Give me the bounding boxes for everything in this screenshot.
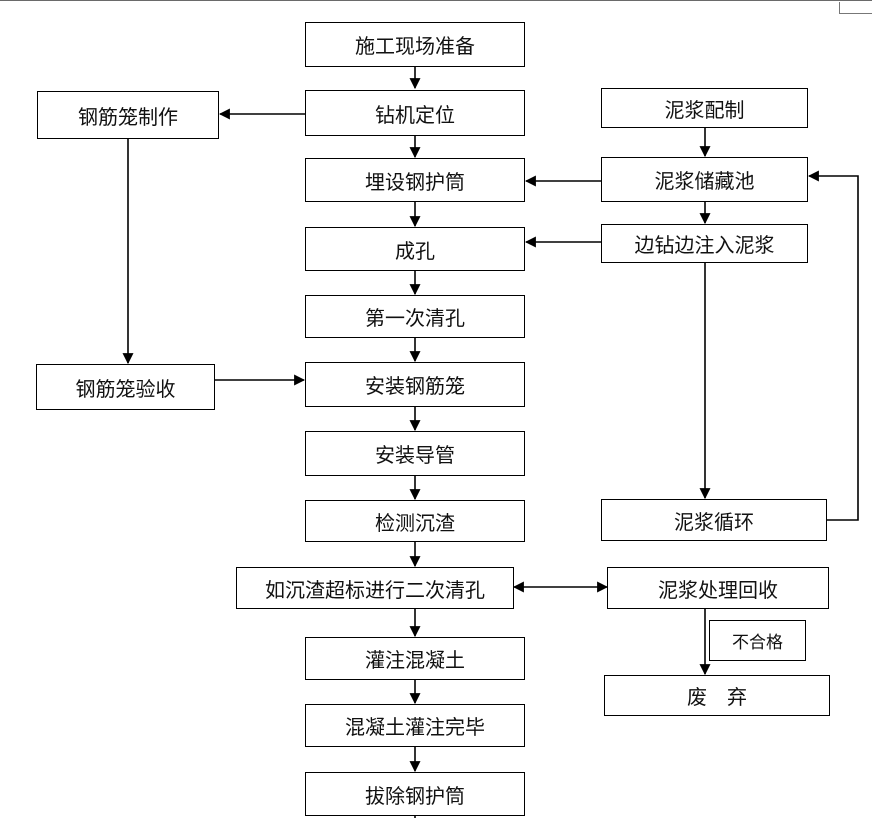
node-mud-prep-label: 泥浆配制 bbox=[664, 97, 745, 122]
node-remove-casing: 拔除钢护筒 bbox=[305, 772, 525, 816]
node-casing-bury-label: 埋设钢护筒 bbox=[365, 169, 465, 194]
node-second-clean: 如沉渣超标进行二次清孔 bbox=[236, 567, 514, 609]
node-first-clean-label: 第一次清孔 bbox=[365, 306, 465, 330]
node-install-tremie-label: 安装导管 bbox=[375, 443, 455, 467]
node-site-prep-label: 施工现场准备 bbox=[355, 34, 475, 58]
node-mud-prep: 泥浆配制 bbox=[601, 88, 808, 128]
node-fail-label-text: 不合格 bbox=[732, 633, 783, 653]
node-install-cage-label: 安装钢筋笼 bbox=[365, 374, 465, 398]
arrow-cycle-back-to-pool bbox=[807, 170, 859, 521]
node-rig-position-label: 钻机定位 bbox=[375, 102, 455, 127]
node-mud-recycle-label: 泥浆处理回收 bbox=[658, 577, 778, 602]
node-mud-inject-label: 边钻边注入泥浆 bbox=[634, 233, 775, 257]
node-hole-forming: 成孔 bbox=[305, 227, 525, 271]
node-casing-bury: 埋设钢护筒 bbox=[305, 158, 525, 202]
node-discard: 废 弃 bbox=[604, 675, 830, 716]
node-hole-forming-label: 成孔 bbox=[395, 238, 435, 263]
node-install-tremie: 安装导管 bbox=[305, 431, 525, 476]
node-cage-accept-label: 钢筋笼验收 bbox=[75, 376, 176, 401]
node-sediment-check: 检测沉渣 bbox=[305, 500, 525, 542]
node-discard-label: 废 弃 bbox=[687, 685, 747, 709]
node-mud-cycle: 泥浆循环 bbox=[601, 499, 827, 541]
node-second-clean-label: 如沉渣超标进行二次清孔 bbox=[265, 577, 485, 602]
node-pour-complete-label: 混凝土灌注完毕 bbox=[345, 715, 485, 739]
node-rig-position: 钻机定位 bbox=[305, 90, 525, 136]
node-mud-inject: 边钻边注入泥浆 bbox=[601, 224, 808, 263]
node-mud-recycle: 泥浆处理回收 bbox=[607, 567, 829, 609]
node-mud-pool: 泥浆储藏池 bbox=[601, 157, 808, 202]
node-install-cage: 安装钢筋笼 bbox=[305, 362, 525, 407]
node-fail-label: 不合格 bbox=[709, 620, 806, 661]
node-remove-casing-label: 拔除钢护筒 bbox=[365, 783, 465, 808]
node-cage-make-label: 钢筋笼制作 bbox=[78, 104, 178, 129]
page-corner-mark bbox=[839, 2, 872, 14]
node-sediment-check-label: 检测沉渣 bbox=[375, 510, 455, 535]
node-pour-concrete: 灌注混凝土 bbox=[305, 637, 525, 680]
node-cage-make: 钢筋笼制作 bbox=[37, 91, 219, 139]
node-first-clean: 第一次清孔 bbox=[305, 295, 525, 338]
node-mud-cycle-label: 泥浆循环 bbox=[674, 509, 754, 534]
node-pour-concrete-label: 灌注混凝土 bbox=[365, 648, 465, 672]
node-pour-complete: 混凝土灌注完毕 bbox=[305, 704, 525, 747]
node-mud-pool-label: 泥浆储藏池 bbox=[654, 169, 755, 193]
node-cage-accept: 钢筋笼验收 bbox=[36, 364, 215, 410]
node-site-prep: 施工现场准备 bbox=[305, 22, 525, 67]
page-top-border bbox=[0, 0, 872, 1]
